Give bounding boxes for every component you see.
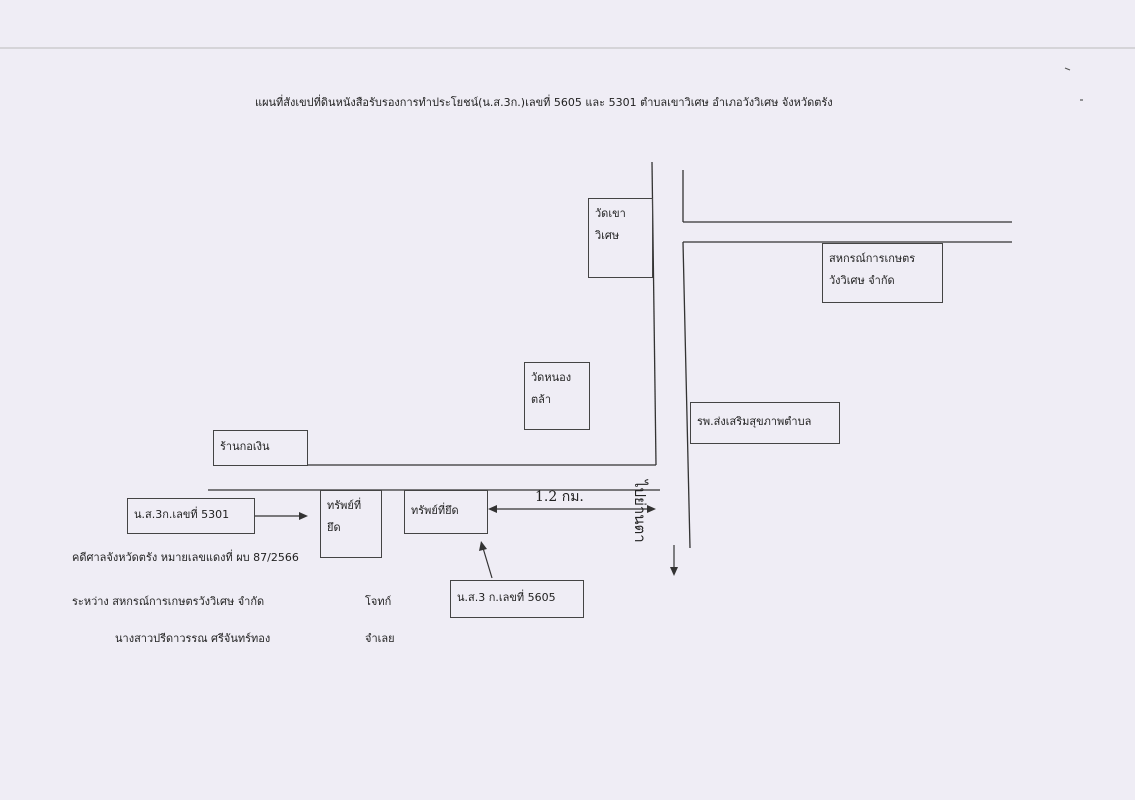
distance-arrow-right-head xyxy=(647,505,656,513)
road-main-right-edge-lower xyxy=(682,241,691,549)
distance-label: 1.2 กม. xyxy=(535,489,584,505)
deed-5301-label: น.ส.3ก.เลขที่ 5301 xyxy=(127,498,255,534)
place-label: วัดหนอง xyxy=(531,371,572,384)
deed-text: น.ส.3ก.เลขที่ 5301 xyxy=(134,508,230,521)
case-defendant: นางสาวปรีดาวรรณ ศรีจันทร์ทอง xyxy=(115,632,271,645)
arrow-5301-head xyxy=(299,512,308,520)
deed-text: น.ส.3 ก.เลขที่ 5605 xyxy=(457,591,556,604)
place-label: รพ.ส่งเสริมสุขภาพตำบล xyxy=(697,415,812,428)
parcel-text: ยึด xyxy=(327,521,341,534)
place-health-hospital: รพ.ส่งเสริมสุขภาพตำบล xyxy=(690,402,840,444)
map-title: แผนที่สังเขปที่ดินหนังสือรับรองการทำประโ… xyxy=(255,96,833,109)
place-label: วิเศษ xyxy=(595,229,620,242)
place-label: ร้านกอเงิน xyxy=(220,440,270,453)
scan-mark xyxy=(1064,67,1071,71)
place-wat-khao-wiset: วัดเขา วิเศษ xyxy=(588,198,653,278)
place-label: สหกรณ์การเกษตร xyxy=(829,252,916,265)
case-plaintiff-role: โจทก์ xyxy=(365,595,392,608)
arrow-5605-line xyxy=(482,547,493,579)
place-label: วัดเขา xyxy=(595,207,626,220)
road-direction-label: ไปย่านตา xyxy=(631,480,649,543)
parcel-seized-left: ทรัพย์ที่ ยึด xyxy=(320,490,382,558)
case-defendant-role: จำเลย xyxy=(365,632,395,645)
distance-arrow-left-head xyxy=(488,505,497,513)
parcel-text: ทรัพย์ที่ยึด xyxy=(411,504,459,517)
deed-5605-label: น.ส.3 ก.เลขที่ 5605 xyxy=(450,580,584,618)
parcel-seized-right: ทรัพย์ที่ยึด xyxy=(404,490,488,534)
place-shop: ร้านกอเงิน xyxy=(213,430,308,466)
parcel-text: ทรัพย์ที่ xyxy=(327,499,362,512)
place-wat-nong-tla: วัดหนอง ตล้า xyxy=(524,362,590,430)
place-label: วังวิเศษ จำกัด xyxy=(829,274,895,287)
case-plaintiff: ระหว่าง สหกรณ์การเกษตรวังวิเศษ จำกัด xyxy=(72,595,265,608)
arrow-5605-head xyxy=(479,541,487,551)
arrow-down-head xyxy=(670,567,678,576)
case-number: คดีศาลจังหวัดตรัง หมายเลขแดงที่ ผบ 87/25… xyxy=(72,551,299,564)
place-cooperative: สหกรณ์การเกษตร วังวิเศษ จำกัด xyxy=(822,243,943,303)
place-label: ตล้า xyxy=(531,393,552,406)
